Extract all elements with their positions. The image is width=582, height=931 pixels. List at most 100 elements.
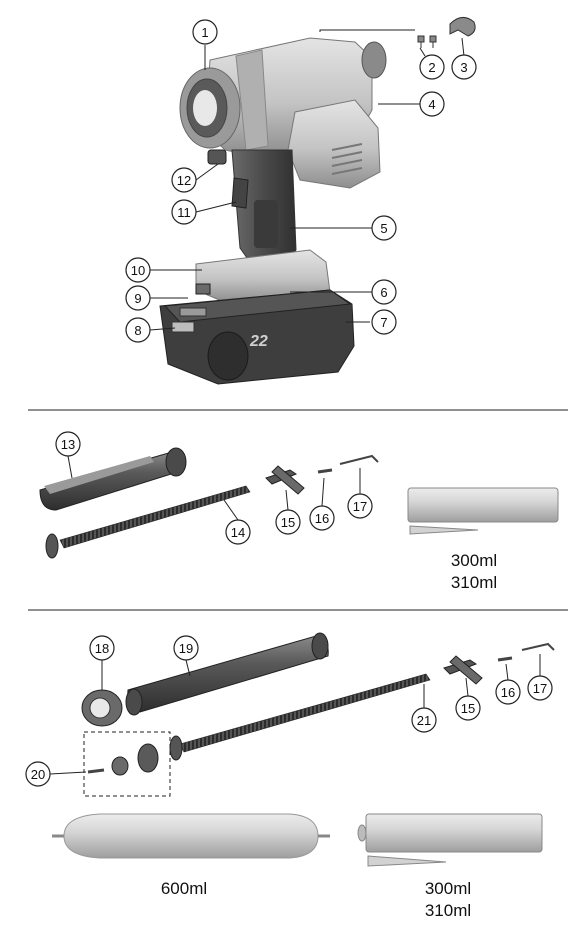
callout-5: 5 [371,215,397,241]
svg-text:16: 16 [501,685,515,700]
leader-lines-kit-a [67,455,361,521]
sausage-600ml [63,813,319,859]
front-collar-bore [193,90,217,126]
battery-badge: 22 [249,333,268,350]
t-handle-15-bar [271,465,305,495]
svg-text:10: 10 [131,263,145,278]
cartridge-300ml [407,487,559,523]
cartridge-300ml-b [365,813,543,853]
svg-text:17: 17 [533,681,547,696]
kit-300ml: 300ml 310ml [39,447,559,592]
battery-top [163,289,352,323]
screws-part-2 [417,35,437,48]
svg-text:19: 19 [179,641,193,656]
rack-14-plate [45,533,59,559]
callout-15b: 15 [455,695,481,721]
volume-label-a2: 310ml [451,573,497,592]
svg-text:5: 5 [380,221,387,236]
callout-11: 11 [171,199,197,225]
rack-21 [179,673,431,753]
tube-19-front [125,688,143,716]
leader-lines-tool [149,29,465,331]
callout-18: 18 [89,635,115,661]
tube-19-rear [311,632,329,660]
svg-text:16: 16 [315,511,329,526]
leader-lines-kit-b [49,654,541,775]
adapter-screw [87,768,105,774]
svg-text:7: 7 [380,315,387,330]
callout-3: 3 [451,54,477,80]
cartridge-tube-19 [127,635,329,713]
svg-text:12: 12 [177,173,191,188]
svg-text:14: 14 [231,525,245,540]
nozzle-300ml-b [367,855,447,867]
trigger [231,177,249,209]
svg-text:9: 9 [134,291,141,306]
callout-15: 15 [275,509,301,535]
callout-6: 6 [371,279,397,305]
t-handle-15b-bar [449,655,483,685]
callout-7: 7 [371,309,397,335]
holder-13-end [165,447,187,477]
callout-16: 16 [309,505,335,531]
adapter-nut [111,756,129,776]
svg-text:11: 11 [177,205,191,220]
svg-text:6: 6 [380,285,387,300]
callout-17: 17 [347,493,373,519]
battery-release [171,321,195,333]
adapter-set-box [83,731,171,797]
hex-key-17 [339,454,379,465]
volume-label-c2: 310ml [425,901,471,920]
release-button [195,283,211,295]
hex-key-17b [521,642,555,651]
svg-text:17: 17 [353,499,367,514]
charge-indicator [179,307,207,317]
screw-16b [497,656,513,662]
callout-1: 1 [192,19,218,45]
direction-switch [207,149,227,165]
handle-grip [254,200,278,248]
housing-band [235,49,269,151]
svg-text:1: 1 [201,25,208,40]
svg-text:4: 4 [428,97,435,112]
callouts-kit-a: 13 14 15 16 17 [55,431,373,545]
motor-vents [331,143,363,175]
svg-text:18: 18 [95,641,109,656]
threaded-ring-18-bore [89,697,111,719]
screw-16 [317,468,333,474]
kit-600ml: 600ml 300ml 310ml [49,632,555,920]
cartridge-b-cap [357,824,367,842]
callouts-tool: 1 2 3 4 5 6 7 8 9 10 11 12 [125,19,477,343]
callout-21: 21 [411,707,437,733]
callouts-kit-b: 18 19 20 21 15 16 17 [25,635,553,787]
adapter-plate [137,743,159,773]
callout-9: 9 [125,285,151,311]
callout-12: 12 [171,167,197,193]
hanger-part-3 [449,17,476,37]
callout-8: 8 [125,317,151,343]
svg-text:15: 15 [281,515,295,530]
nozzle-300ml [409,525,479,535]
volume-label-a1: 300ml [451,551,497,570]
holder-13-cut [44,456,154,494]
callout-4: 4 [419,91,445,117]
callout-13: 13 [55,431,81,457]
callout-14: 14 [225,519,251,545]
svg-text:20: 20 [31,767,45,782]
callout-20: 20 [25,761,51,787]
callout-10: 10 [125,257,151,283]
callout-19: 19 [173,635,199,661]
svg-text:21: 21 [417,713,431,728]
volume-label-b: 600ml [161,879,207,898]
rear-cap [361,41,387,79]
svg-text:2: 2 [428,60,435,75]
motor-housing [287,99,381,189]
volume-label-c1: 300ml [425,879,471,898]
svg-text:3: 3 [460,60,467,75]
rack-21-plate [169,735,183,761]
rack-14 [59,485,251,549]
svg-text:13: 13 [61,437,75,452]
callout-17b: 17 [527,675,553,701]
callout-16b: 16 [495,679,521,705]
